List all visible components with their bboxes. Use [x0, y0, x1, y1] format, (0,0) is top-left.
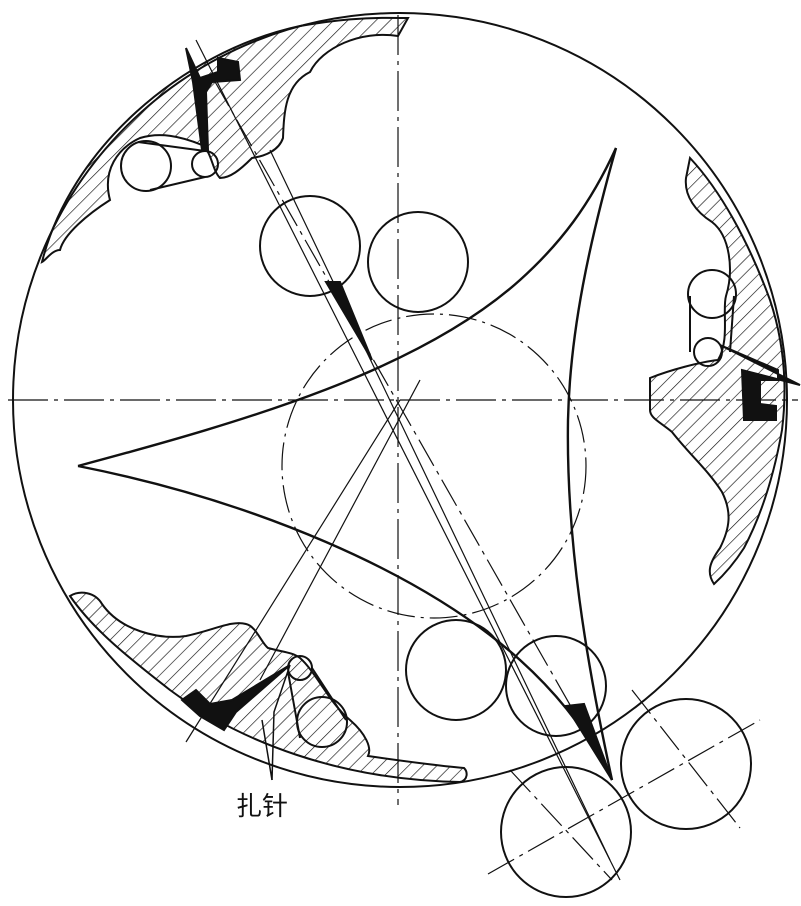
roller-bottom-right [505, 635, 607, 737]
construction-line-8 [631, 689, 741, 829]
needle-assembly-right [687, 269, 801, 421]
construction-line-2 [213, 79, 591, 741]
needle-bottom [564, 702, 613, 781]
leader-line [271, 664, 291, 781]
cam-curve-upper [77, 147, 618, 468]
construction-line-5 [259, 379, 421, 681]
pitch-circle [281, 313, 587, 619]
construction-line-7 [509, 769, 613, 881]
hatched-section-top-left [40, 16, 410, 264]
roller-top-left [259, 195, 361, 297]
roller-bottom-left [405, 619, 507, 721]
cam-curve-right [566, 147, 618, 781]
construction-line-3 [269, 149, 611, 861]
roller-outer-right [620, 698, 752, 830]
roller-outer-left [500, 766, 632, 898]
needle-top [324, 281, 373, 361]
leader-line-2 [261, 719, 273, 781]
construction-line-1 [195, 39, 621, 881]
hatched-section-bottom-left [68, 591, 468, 784]
hatched-section-right [649, 155, 786, 586]
needle-assembly-top-left [120, 47, 242, 192]
needle-label: 扎针 [236, 792, 289, 822]
roller-top-right [367, 211, 469, 313]
construction-line-4 [185, 399, 401, 743]
construction-line-6 [487, 719, 761, 875]
